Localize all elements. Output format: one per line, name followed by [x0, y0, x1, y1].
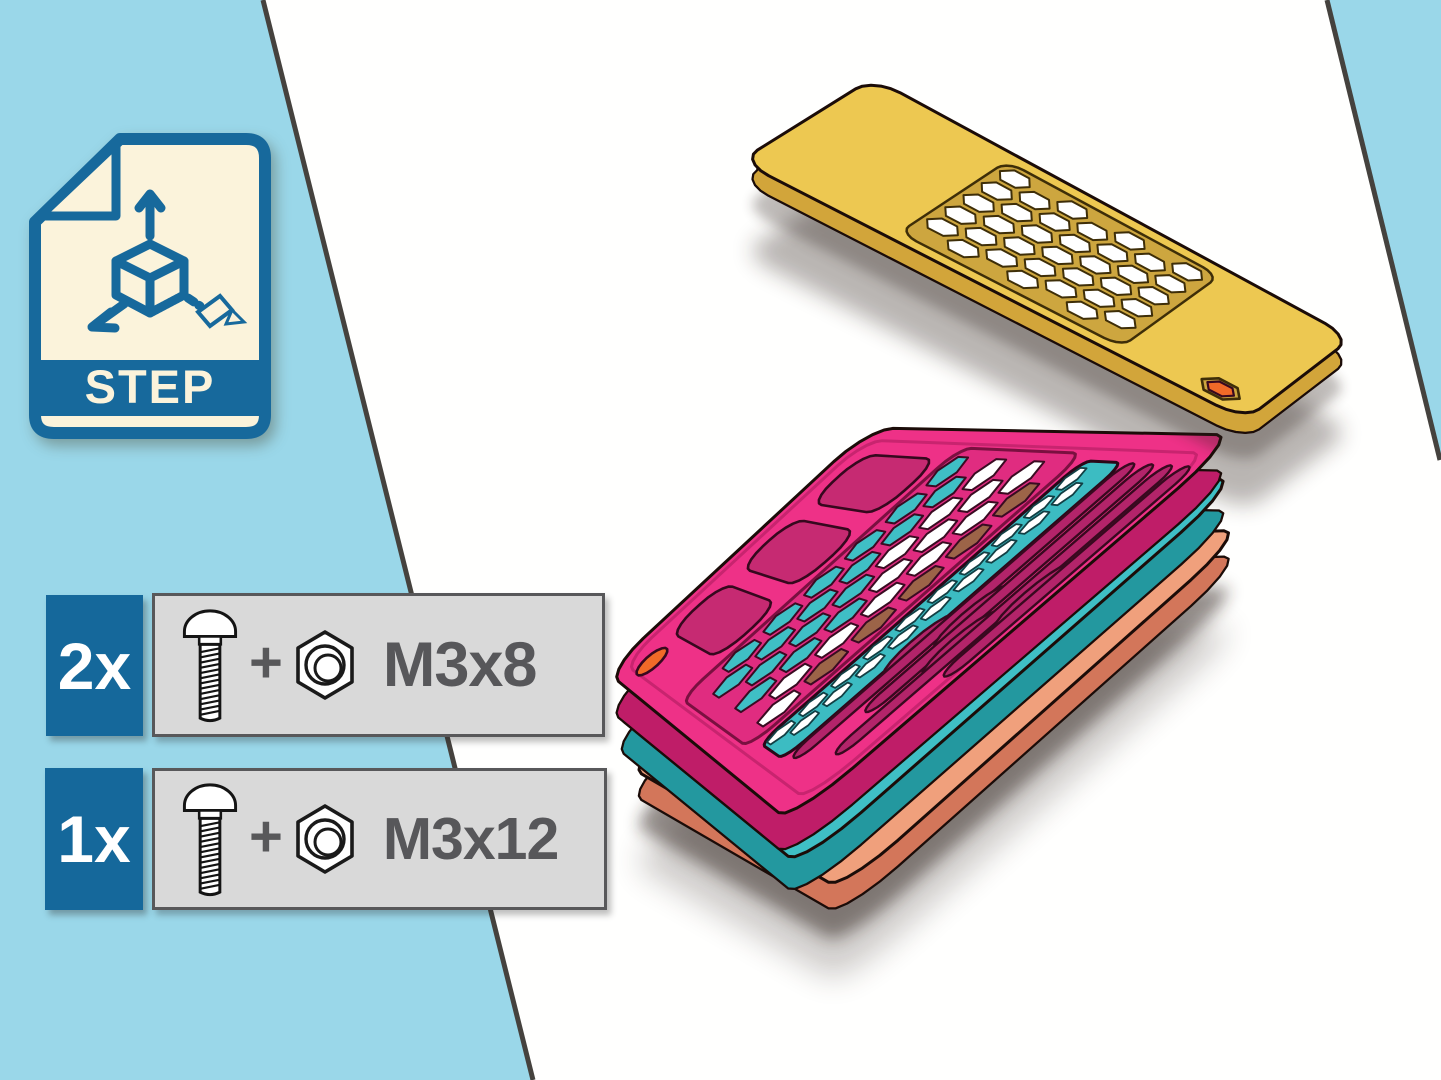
hex-nut-icon: [293, 628, 357, 702]
quantity-label: 1x: [57, 802, 131, 876]
hex-nut-icon: [293, 802, 357, 876]
plus-sign: +: [249, 803, 283, 869]
badge-label-band: [35, 360, 265, 416]
hardware-spec-box: + M3x12: [152, 768, 607, 910]
tool-tray-plate: [615, 426, 1223, 851]
button-head-screw-icon: [179, 604, 241, 726]
hardware-size-label: M3x12: [382, 806, 559, 872]
step-file-badge: STEP: [28, 132, 272, 440]
hardware-size-label: M3x8: [382, 630, 538, 700]
file-type-label: STEP: [84, 360, 216, 413]
pencil-icon: [195, 293, 248, 329]
plus-sign: +: [249, 629, 283, 695]
top-cover-plate: [751, 83, 1343, 435]
quantity-badge: 1x: [45, 768, 143, 910]
folded-corner-icon: [35, 139, 121, 221]
hardware-spec-box: + M3x8: [152, 593, 605, 737]
quantity-badge: 2x: [46, 595, 143, 736]
quantity-label: 2x: [57, 628, 132, 703]
right-divider-line: [1324, 0, 1441, 461]
button-head-screw-icon: [179, 778, 241, 900]
3d-cube-icon: [87, 189, 205, 333]
